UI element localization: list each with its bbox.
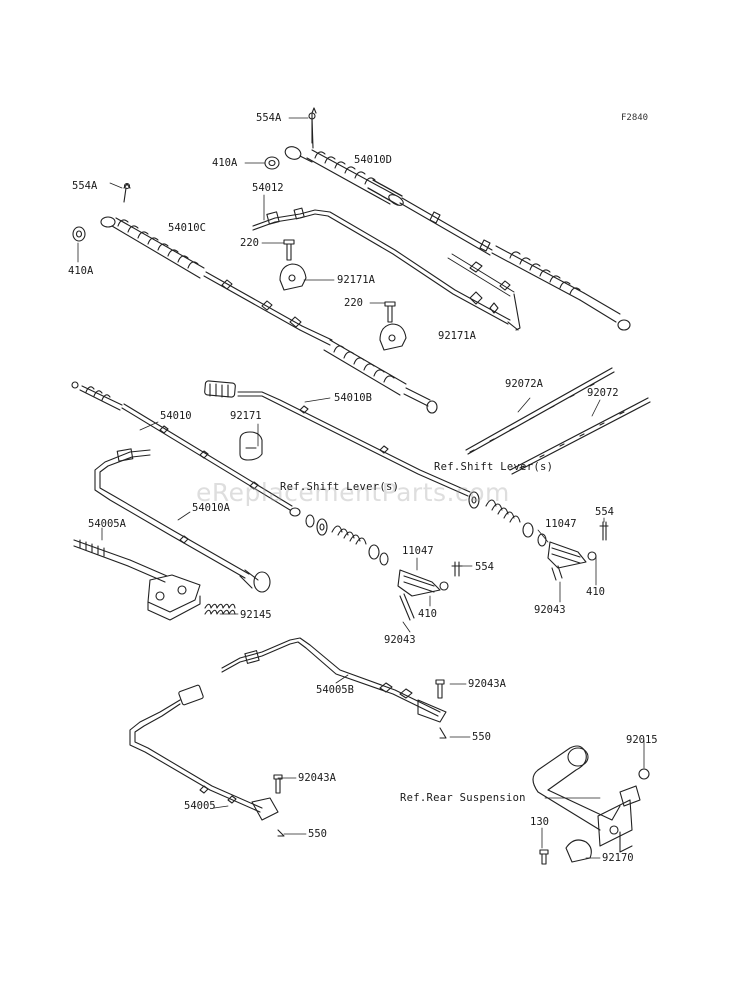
cable-54010a-drawing	[94, 448, 271, 593]
diagram-code: F2840	[621, 113, 649, 123]
part-label-554a-left[interactable]: 554A	[72, 180, 98, 192]
leader-lines	[77, 117, 645, 859]
washer-410a-top	[264, 156, 280, 170]
clip-92171	[239, 431, 263, 461]
part-label-54005a[interactable]: 54005A	[88, 518, 126, 530]
part-label-54005[interactable]: 54005	[184, 800, 216, 812]
part-label-92171[interactable]: 92171	[230, 410, 262, 422]
cable-54005b-drawing	[221, 637, 447, 739]
clamp-92171a-upper	[279, 263, 307, 291]
cable-54010b-drawing	[204, 380, 471, 497]
part-label-54010[interactable]: 54010	[160, 410, 192, 422]
part-label-92171a-lower[interactable]: 92171A	[438, 330, 476, 342]
pin-554-right	[599, 521, 609, 541]
part-label-550-lower[interactable]: 550	[308, 828, 327, 840]
part-label-11047-right[interactable]: 11047	[545, 518, 577, 530]
part-label-11047-left[interactable]: 11047	[402, 545, 434, 557]
part-label-92043a-lower[interactable]: 92043A	[298, 772, 336, 784]
ref-label-shift-lever-right[interactable]: Ref.Shift Lever(s)	[434, 461, 554, 473]
part-label-410-right[interactable]: 410	[586, 586, 605, 598]
pin-554-mid	[451, 561, 463, 577]
part-label-92171a-upper[interactable]: 92171A	[337, 274, 375, 286]
part-label-92015[interactable]: 92015	[626, 734, 658, 746]
watermark-text: eReplacementParts.com	[196, 478, 510, 507]
part-label-554a-top[interactable]: 554A	[256, 112, 282, 124]
lever-11047-right	[547, 541, 597, 581]
cable-54010c-drawing	[72, 216, 438, 414]
part-label-220-upper[interactable]: 220	[240, 237, 259, 249]
part-label-130[interactable]: 130	[530, 816, 549, 828]
bolt-220-upper	[283, 239, 295, 261]
cable-54012-drawing	[252, 207, 519, 331]
part-label-550-upper[interactable]: 550	[472, 731, 491, 743]
part-label-220-lower[interactable]: 220	[344, 297, 363, 309]
part-label-410a-top[interactable]: 410A	[212, 157, 238, 169]
part-label-92145[interactable]: 92145	[240, 609, 272, 621]
cable-54005-drawing	[129, 684, 285, 837]
cotter-pin-554a	[123, 107, 317, 203]
part-label-92043-right[interactable]: 92043	[534, 604, 566, 616]
adjuster-54005a	[73, 539, 201, 621]
lever-11047-left	[397, 569, 449, 621]
spring-stack-right	[468, 491, 547, 547]
spring-stack-left	[305, 514, 389, 566]
ref-label-rear-suspension[interactable]: Ref.Rear Suspension	[400, 792, 526, 804]
part-label-92072[interactable]: 92072	[587, 387, 619, 399]
ref-label-shift-lever-left[interactable]: Ref.Shift Lever(s)	[280, 481, 400, 493]
part-label-54010b[interactable]: 54010B	[334, 392, 372, 404]
part-label-54005b[interactable]: 54005B	[316, 684, 354, 696]
part-label-54010d[interactable]: 54010D	[354, 154, 392, 166]
part-label-54010c[interactable]: 54010C	[168, 222, 206, 234]
part-label-54012[interactable]: 54012	[252, 182, 284, 194]
cable-54010d-drawing	[284, 112, 631, 331]
part-label-92170[interactable]: 92170	[602, 852, 634, 864]
part-label-92043a-upper[interactable]: 92043A	[468, 678, 506, 690]
cable-54010-drawing	[71, 381, 301, 517]
part-label-410-mid[interactable]: 410	[418, 608, 437, 620]
part-label-92043-left[interactable]: 92043	[384, 634, 416, 646]
part-label-554-mid[interactable]: 554	[475, 561, 494, 573]
bracket-rear-suspension	[532, 745, 650, 865]
part-label-54010a[interactable]: 54010A	[192, 502, 230, 514]
clamp-92171a-lower	[379, 323, 407, 351]
tie-92072	[509, 397, 651, 475]
tie-92072a	[465, 367, 615, 455]
part-label-410a-left[interactable]: 410A	[68, 265, 94, 277]
part-label-554-right[interactable]: 554	[595, 506, 614, 518]
spring-92145	[204, 603, 236, 615]
bolt-220-lower	[384, 301, 396, 323]
part-label-92072a[interactable]: 92072A	[505, 378, 543, 390]
